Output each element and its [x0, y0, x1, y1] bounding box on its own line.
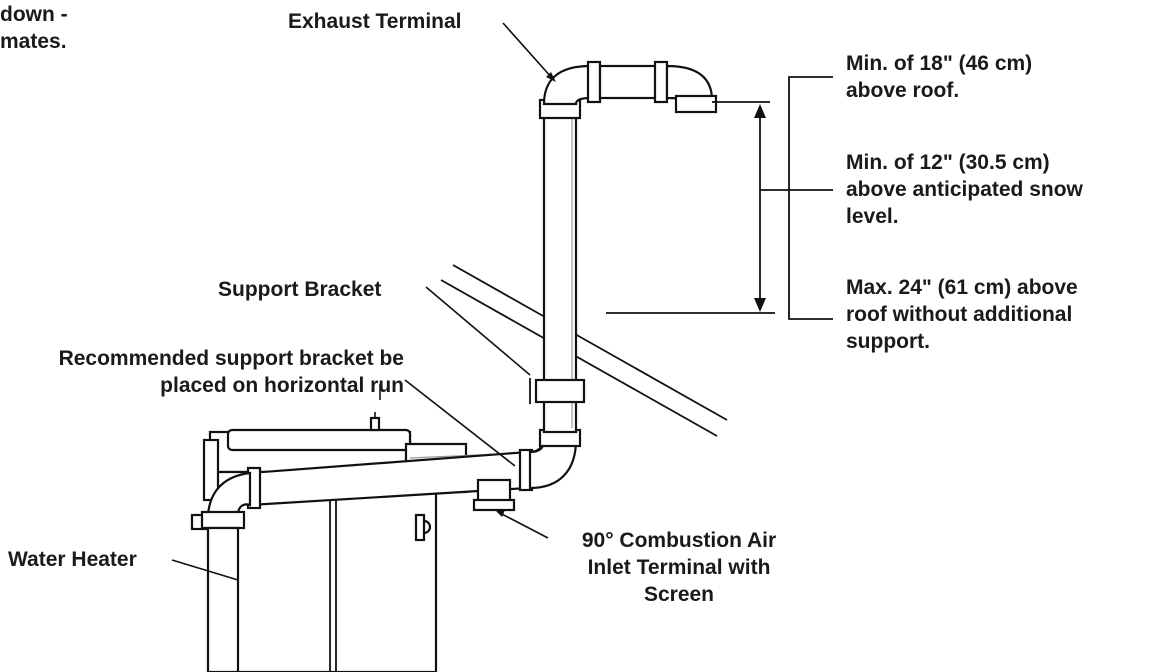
clearance-above-roof-line-1: Min. of 18" (46 cm)	[846, 52, 1033, 75]
water-heater-text: Water Heater	[8, 548, 137, 571]
clearance-above-snow-label: Min. of 12" (30.5 cm) above anticipated …	[846, 149, 1083, 230]
dimension-lines	[606, 76, 833, 320]
exhaust-terminal-pipe	[542, 60, 718, 114]
top-left-fragment-label: down - mates.	[0, 1, 68, 55]
leader-lines	[171, 22, 556, 581]
recommended-bracket-label: Recommended support bracket be placed on…	[4, 345, 404, 399]
water-heater-label: Water Heater	[8, 546, 137, 573]
clearance-above-snow-line-1: Min. of 12" (30.5 cm)	[846, 151, 1050, 174]
inlet-terminal-label: 90° Combustion Air Inlet Terminal with S…	[548, 527, 810, 608]
roof-lines	[440, 264, 728, 437]
clearance-above-snow-line-3: level.	[846, 205, 899, 228]
top-left-fragment-line-1: down -	[0, 3, 68, 26]
max-above-roof-label: Max. 24" (61 cm) above roof without addi…	[846, 274, 1078, 355]
exhaust-terminal-label: Exhaust Terminal	[288, 8, 462, 35]
support-bracket-label: Support Bracket	[218, 276, 381, 303]
max-above-roof-line-3: support.	[846, 330, 930, 353]
max-above-roof-line-2: roof without additional	[846, 303, 1073, 326]
left-elbow-pipe	[200, 471, 252, 672]
recommended-bracket-line-1: Recommended support bracket be	[58, 347, 404, 370]
lower-elbow-pipe	[528, 428, 582, 490]
inlet-terminal-line-3: Screen	[643, 583, 715, 606]
support-bracket-text: Support Bracket	[218, 278, 382, 301]
exhaust-terminal-text: Exhaust Terminal	[288, 10, 462, 33]
inlet-terminal-line-2: Inlet Terminal with	[587, 556, 771, 579]
clearance-above-roof-label: Min. of 18" (46 cm) above roof.	[846, 50, 1032, 104]
max-above-roof-line-1: Max. 24" (61 cm) above	[846, 276, 1078, 299]
clearance-above-roof-line-2: above roof.	[846, 79, 960, 102]
recommended-bracket-line-2: placed on horizontal run	[160, 374, 404, 397]
clearance-above-snow-line-2: above anticipated snow	[846, 178, 1083, 201]
vertical-riser-pipe	[529, 98, 586, 434]
inlet-terminal-line-1: 90° Combustion Air	[581, 529, 777, 552]
top-left-fragment-line-2: mates.	[0, 30, 67, 53]
